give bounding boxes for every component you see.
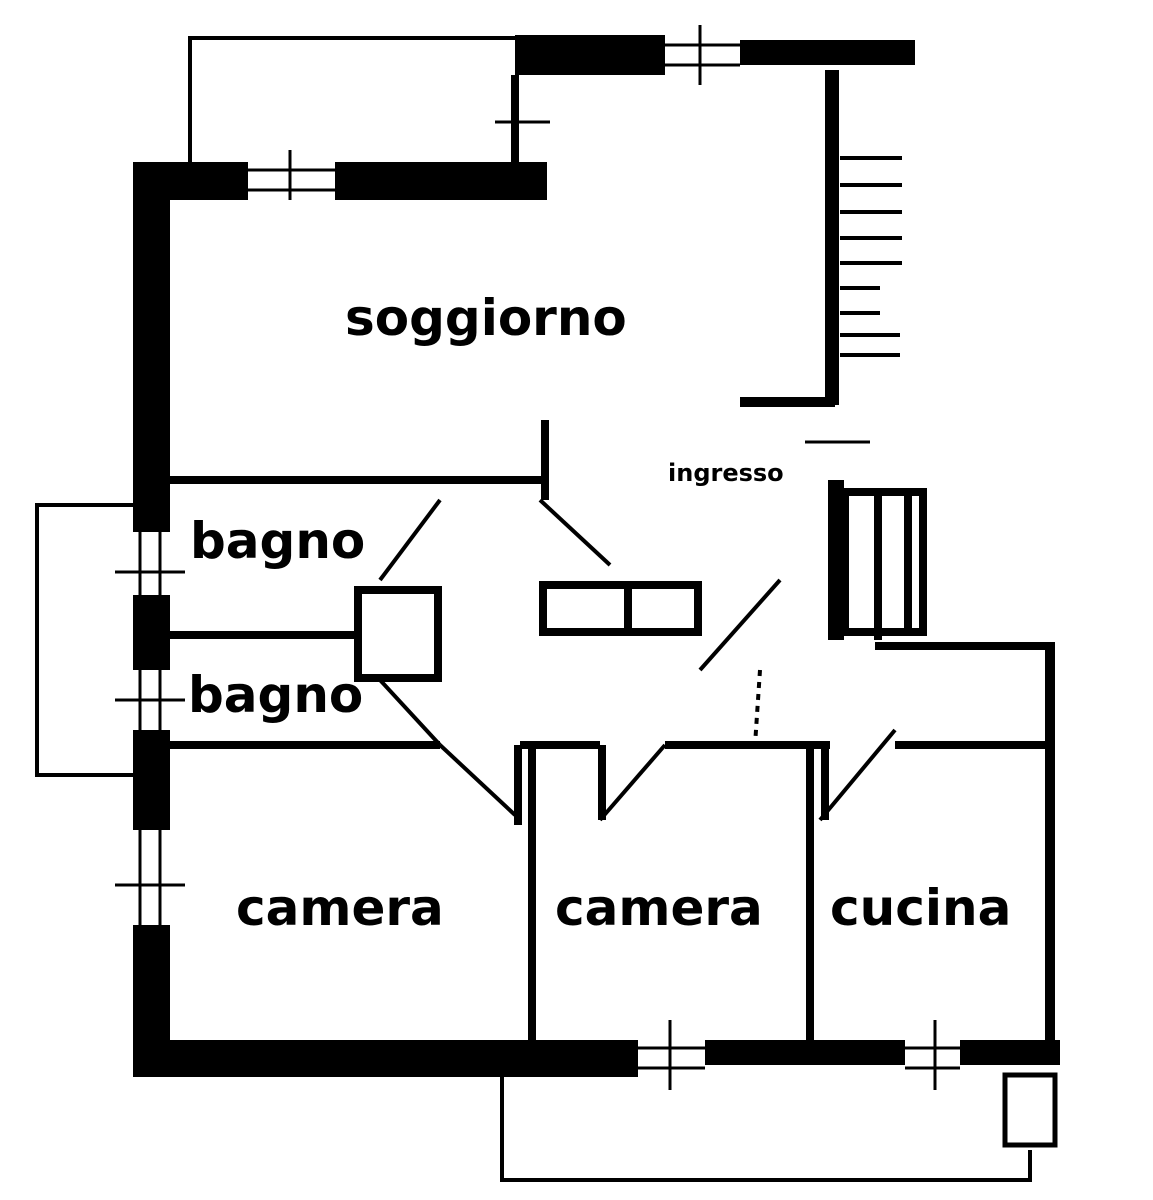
counter <box>539 581 702 636</box>
thin-walls <box>170 75 1045 1040</box>
room-label-camera-2: camera <box>555 879 763 937</box>
windows <box>115 25 960 1090</box>
room-label-bagno-2: bagno <box>188 666 363 724</box>
stairs <box>840 156 902 357</box>
thick-walls <box>133 35 1060 1077</box>
kitchen-corner <box>1002 1072 1058 1148</box>
room-label-soggiorno: soggiorno <box>345 289 627 347</box>
balcony-top <box>188 36 515 165</box>
balconies <box>35 36 1032 1182</box>
room-label-camera-1: camera <box>236 879 444 937</box>
door-swings <box>378 498 897 822</box>
balcony-left <box>35 503 135 777</box>
balcony-bottom <box>500 1075 1032 1182</box>
shaft <box>354 586 442 682</box>
room-label-ingresso: ingresso <box>668 459 784 487</box>
room-label-bagno-1: bagno <box>190 512 365 570</box>
room-label-cucina: cucina <box>830 879 1011 937</box>
closet <box>841 488 927 636</box>
